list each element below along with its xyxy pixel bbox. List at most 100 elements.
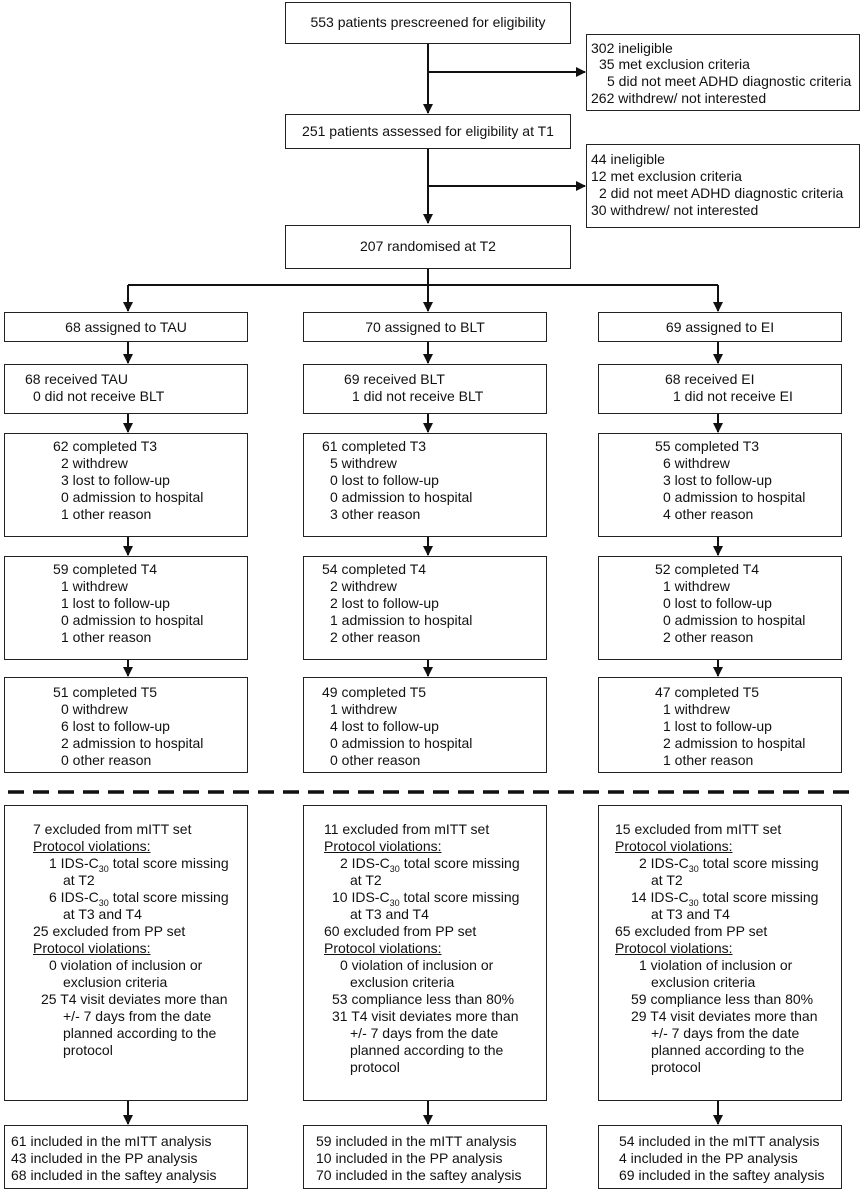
received-line: 68 received EI [665, 371, 755, 387]
assigned-text: 70 assigned to BLT [365, 319, 485, 335]
violation-line: +/- 7 days from the date [350, 1025, 499, 1041]
t4-line: 2 withdrew [330, 578, 397, 594]
t5-line: 2 admission to hospital [663, 735, 806, 751]
excl1-line: 302 ineligible [591, 40, 673, 56]
missing-score-t2-cont: at T2 [350, 872, 382, 888]
t5-line: 2 admission to hospital [61, 735, 204, 751]
t5-line: 1 withdrew [663, 701, 730, 717]
t3-line: 3 other reason [330, 506, 421, 522]
violation-line: 31 T4 visit deviates more than [332, 1008, 519, 1024]
t5-box-blt: 49 completed T5 1 withdrew 4 lost to fol… [303, 677, 547, 773]
missing-score-t2: 1 IDS-C30 total score missing [49, 855, 229, 874]
t3-line: 1 other reason [61, 506, 152, 522]
t5-line: 0 withdrew [61, 701, 128, 717]
t5-line: 1 other reason [663, 752, 754, 768]
mitt-excluded: 15 excluded from mITT set [615, 821, 782, 837]
t5-line: 0 other reason [330, 752, 421, 768]
received-box-tau: 68 received TAU 0 did not receive BLT [4, 364, 248, 414]
final-line: 61 included in the mITT analysis [11, 1133, 212, 1149]
violation-line: protocol [651, 1059, 701, 1075]
violation-line: protocol [63, 1042, 113, 1058]
mitt-excluded: 7 excluded from mITT set [33, 821, 192, 837]
t3-line: 2 withdrew [61, 455, 128, 471]
t4-box-ei: 52 completed T4 1 withdrew 0 lost to fol… [598, 556, 842, 660]
t4-line: 1 withdrew [663, 578, 730, 594]
missing-score-t2: 2 IDS-C30 total score missing [639, 855, 819, 874]
t5-box-ei: 47 completed T5 1 withdrew 1 lost to fol… [598, 677, 842, 773]
final-box-ei: 54 included in the mITT analysis 4 inclu… [598, 1125, 842, 1189]
t4-line: 0 admission to hospital [663, 612, 806, 628]
violation-line: planned according to the [350, 1042, 504, 1058]
final-box-blt: 59 included in the mITT analysis 10 incl… [303, 1125, 547, 1189]
t3-line: 61 completed T3 [322, 438, 427, 454]
t5-line: 47 completed T5 [655, 684, 760, 700]
violation-line: exclusion criteria [350, 974, 455, 990]
violation-line: exclusion criteria [63, 974, 168, 990]
protocol-violations-heading: Protocol violations: [33, 838, 151, 854]
assigned-text: 68 assigned to TAU [65, 319, 187, 335]
received-line: 69 received BLT [344, 371, 445, 387]
excl1-line: 5 did not meet ADHD diagnostic criteria [607, 73, 852, 89]
t4-line: 59 completed T4 [53, 561, 158, 577]
t3-line: 3 lost to follow-up [61, 472, 170, 488]
protocol-violations-heading: Protocol violations: [615, 838, 733, 854]
missing-score-t2-cont: at T2 [63, 872, 95, 888]
t4-box-tau: 59 completed T4 1 withdrew 1 lost to fol… [4, 556, 248, 660]
t3-line: 0 admission to hospital [663, 489, 806, 505]
t3-line: 4 other reason [663, 506, 754, 522]
final-box-tau: 61 included in the mITT analysis 43 incl… [4, 1125, 248, 1189]
t3-box-blt: 61 completed T3 5 withdrew 0 lost to fol… [303, 433, 547, 537]
t4-line: 2 other reason [330, 629, 421, 645]
excl2-line: 12 met exclusion criteria [591, 168, 742, 184]
t4-line: 2 lost to follow-up [330, 595, 439, 611]
t3-line: 62 completed T3 [53, 438, 158, 454]
final-line: 70 included in the saftey analysis [316, 1167, 522, 1183]
violation-line: 59 compliance less than 80% [631, 991, 814, 1007]
randomised-text: 207 randomised at T2 [360, 238, 496, 254]
violation-line: +/- 7 days from the date [63, 1008, 212, 1024]
violation-line: planned according to the [63, 1025, 217, 1041]
received-box-blt: 69 received BLT 1 did not receive BLT [303, 364, 547, 414]
assessed-box: 251 patients assessed for eligibility at… [285, 114, 571, 149]
t3-box-tau: 62 completed T3 2 withdrew 3 lost to fol… [4, 433, 248, 537]
t5-box-tau: 51 completed T5 0 withdrew 6 lost to fol… [4, 677, 248, 773]
prescreened-text: 553 patients prescreened for eligibility [310, 14, 546, 30]
prescreened-box: 553 patients prescreened for eligibility [285, 2, 571, 44]
violation-line: protocol [350, 1059, 400, 1075]
received-box-ei: 68 received EI 1 did not receive EI [598, 364, 842, 414]
violation-line: 0 violation of inclusion or [49, 957, 203, 973]
received-line: 1 did not receive EI [673, 388, 793, 404]
t4-line: 1 withdrew [61, 578, 128, 594]
assigned-box-ei: 69 assigned to EI [598, 312, 842, 342]
violation-line: 1 violation of inclusion or [639, 957, 793, 973]
t5-line: 4 lost to follow-up [330, 718, 439, 734]
t4-line: 1 admission to hospital [330, 612, 473, 628]
missing-score-t2: 2 IDS-C30 total score missing [340, 855, 520, 874]
pp-excluded: 65 excluded from PP set [615, 923, 768, 939]
protocol-violations-heading: Protocol violations: [33, 940, 151, 956]
final-line: 68 included in the saftey analysis [11, 1167, 217, 1183]
excl1-line: 35 met exclusion criteria [599, 56, 750, 72]
final-line: 59 included in the mITT analysis [316, 1133, 517, 1149]
t4-box-blt: 54 completed T4 2 withdrew 2 lost to fol… [303, 556, 547, 660]
t5-line: 1 lost to follow-up [663, 718, 772, 734]
violation-line: 53 compliance less than 80% [332, 991, 515, 1007]
t4-line: 52 completed T4 [655, 561, 760, 577]
pp-excluded: 25 excluded from PP set [33, 923, 186, 939]
final-line: 69 included in the saftey analysis [619, 1167, 825, 1183]
violation-line: planned according to the [651, 1042, 805, 1058]
t5-line: 0 other reason [61, 752, 152, 768]
t3-line: 0 admission to hospital [330, 489, 473, 505]
t3-line: 0 admission to hospital [61, 489, 204, 505]
final-line: 43 included in the PP analysis [11, 1150, 198, 1166]
violation-line: 29 T4 visit deviates more than [631, 1008, 818, 1024]
t3-line: 3 lost to follow-up [663, 472, 772, 488]
excl2-line: 44 ineligible [591, 151, 665, 167]
mitt-excluded: 11 excluded from mITT set [324, 821, 490, 837]
missing-score-t3t4-cont: at T3 and T4 [651, 906, 730, 922]
received-line: 68 received TAU [25, 371, 128, 387]
missing-score-t3t4-cont: at T3 and T4 [350, 906, 429, 922]
t4-line: 0 admission to hospital [61, 612, 204, 628]
